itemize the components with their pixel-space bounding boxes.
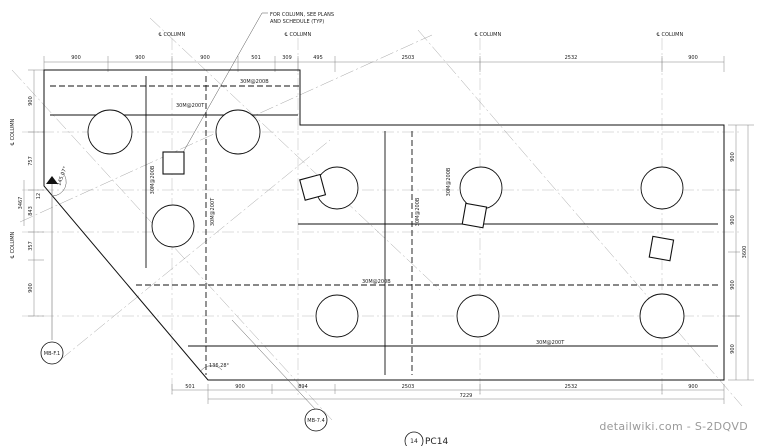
bottom-dim-4: 2503 xyxy=(402,384,415,390)
rebar-label-3: 30M@200B xyxy=(150,165,156,194)
pile-cap-outline xyxy=(43,69,725,381)
bottom-dim-3: 894 xyxy=(298,384,308,390)
bottom-dim-6: 900 xyxy=(688,384,698,390)
column-3 xyxy=(461,202,488,229)
diagonal-construction-lines xyxy=(11,17,743,421)
top-dim-2: 900 xyxy=(135,55,145,61)
top-dim-9: 900 xyxy=(688,55,698,61)
pile-8 xyxy=(456,294,500,338)
pile-3 xyxy=(151,204,195,248)
rebar-label-8: 30M@200T xyxy=(536,340,565,346)
left-dim-6: 900 xyxy=(28,283,34,293)
note-line-2: AND SCHEDULE (TYP) xyxy=(270,19,324,25)
angle-markers: 145.07° 136.28° xyxy=(51,165,229,373)
section-arrow-icon xyxy=(46,176,58,184)
column-label-2: ℄ COLUMN xyxy=(285,32,312,38)
pile-9 xyxy=(639,293,685,339)
note-line-1: FOR COLUMN, SEE PLANS xyxy=(270,12,334,18)
rebar-label-6: 30M@200B xyxy=(415,197,421,226)
bottom-dim-2: 900 xyxy=(235,384,245,390)
top-dim-3: 900 xyxy=(200,55,210,61)
rebar-label-5: 30M@200B xyxy=(446,167,452,196)
right-dim-1: 900 xyxy=(730,152,736,162)
top-dim-5: 309 xyxy=(282,55,292,61)
rebar-label-2: 30M@200T xyxy=(176,103,205,109)
left-dim-5: 357 xyxy=(28,241,34,251)
right-dim-2: 900 xyxy=(730,215,736,225)
piles xyxy=(87,109,685,339)
column-2 xyxy=(299,173,327,201)
pile-5 xyxy=(459,166,503,210)
pile-6 xyxy=(640,166,684,210)
column-label-1: ℄ COLUMN xyxy=(159,32,186,38)
left-dim-1: 900 xyxy=(28,96,34,106)
top-dim-1: 900 xyxy=(71,55,81,61)
column-label-3: ℄ COLUMN xyxy=(475,32,502,38)
section-marker-mb-74: MB-7.4 xyxy=(231,319,328,432)
section-label-mb-74: MB-7.4 xyxy=(307,418,325,424)
column-note: FOR COLUMN, SEE PLANS AND SCHEDULE (TYP) xyxy=(180,12,334,157)
title-name: PC14 xyxy=(425,437,448,446)
right-dim-total: 3600 xyxy=(742,246,748,259)
section-label-mb-f1: MB-F.1 xyxy=(44,351,60,357)
right-dim-3: 900 xyxy=(730,280,736,290)
column-label-4: ℄ COLUMN xyxy=(657,32,684,38)
columns xyxy=(162,151,675,262)
top-dim-8: 2532 xyxy=(565,55,578,61)
top-dim-6: 495 xyxy=(313,55,323,61)
rebar-vertical xyxy=(145,76,413,375)
pile-1 xyxy=(87,109,133,155)
rebar-label-7: 30M@200B xyxy=(362,279,391,285)
top-dimension-chain: 900 900 900 501 309 495 2503 2532 900 xyxy=(43,55,725,72)
bottom-dimension-chain: 501 900 894 2503 2532 900 7229 xyxy=(171,384,725,404)
angle-label-1: 145.07° xyxy=(56,165,69,186)
bottom-dim-total: 7229 xyxy=(460,393,473,399)
angle-label-2: 136.28° xyxy=(209,363,229,369)
right-dim-4: 900 xyxy=(730,344,736,354)
left-dim-3: 3467 xyxy=(18,197,24,210)
watermark-text: detailwiki.com - S-2DQVD xyxy=(599,420,748,433)
pile-2 xyxy=(215,109,261,155)
left-dim-2: 757 xyxy=(28,156,34,166)
column-1 xyxy=(162,151,185,175)
title-number: 14 xyxy=(410,438,418,445)
right-dimension-chain: 900 900 3600 900 900 xyxy=(728,124,754,381)
drawing-title: 14 PC14 xyxy=(404,431,448,446)
top-dim-7: 2503 xyxy=(402,55,415,61)
bottom-dim-1: 501 xyxy=(185,384,195,390)
column-label-left-1: ℄ COLUMN xyxy=(10,119,16,146)
rebar-horizontal xyxy=(50,85,718,347)
column-4 xyxy=(648,235,675,262)
rebar-label-1: 30M@200B xyxy=(240,79,269,85)
column-label-left-2: ℄ COLUMN xyxy=(10,232,16,259)
left-dim-4: 843 xyxy=(28,206,34,216)
bottom-dim-5: 2532 xyxy=(565,384,578,390)
column-labels-top: ℄ COLUMN ℄ COLUMN ℄ COLUMN ℄ COLUMN xyxy=(159,32,684,38)
rebar-label-4: 30M@200T xyxy=(210,197,216,226)
left-dim-7: 12 xyxy=(36,193,42,199)
left-dimension-chain: 900 757 3467 843 357 900 12 ℄ COLUMN ℄ C… xyxy=(10,69,44,317)
top-dim-4: 501 xyxy=(251,55,261,61)
section-marker-mb-f1: MB-F.1 xyxy=(40,176,64,365)
rebar-labels: 30M@200B 30M@200T 30M@200B 30M@200T 30M@… xyxy=(150,79,565,346)
pile-7 xyxy=(315,294,359,338)
